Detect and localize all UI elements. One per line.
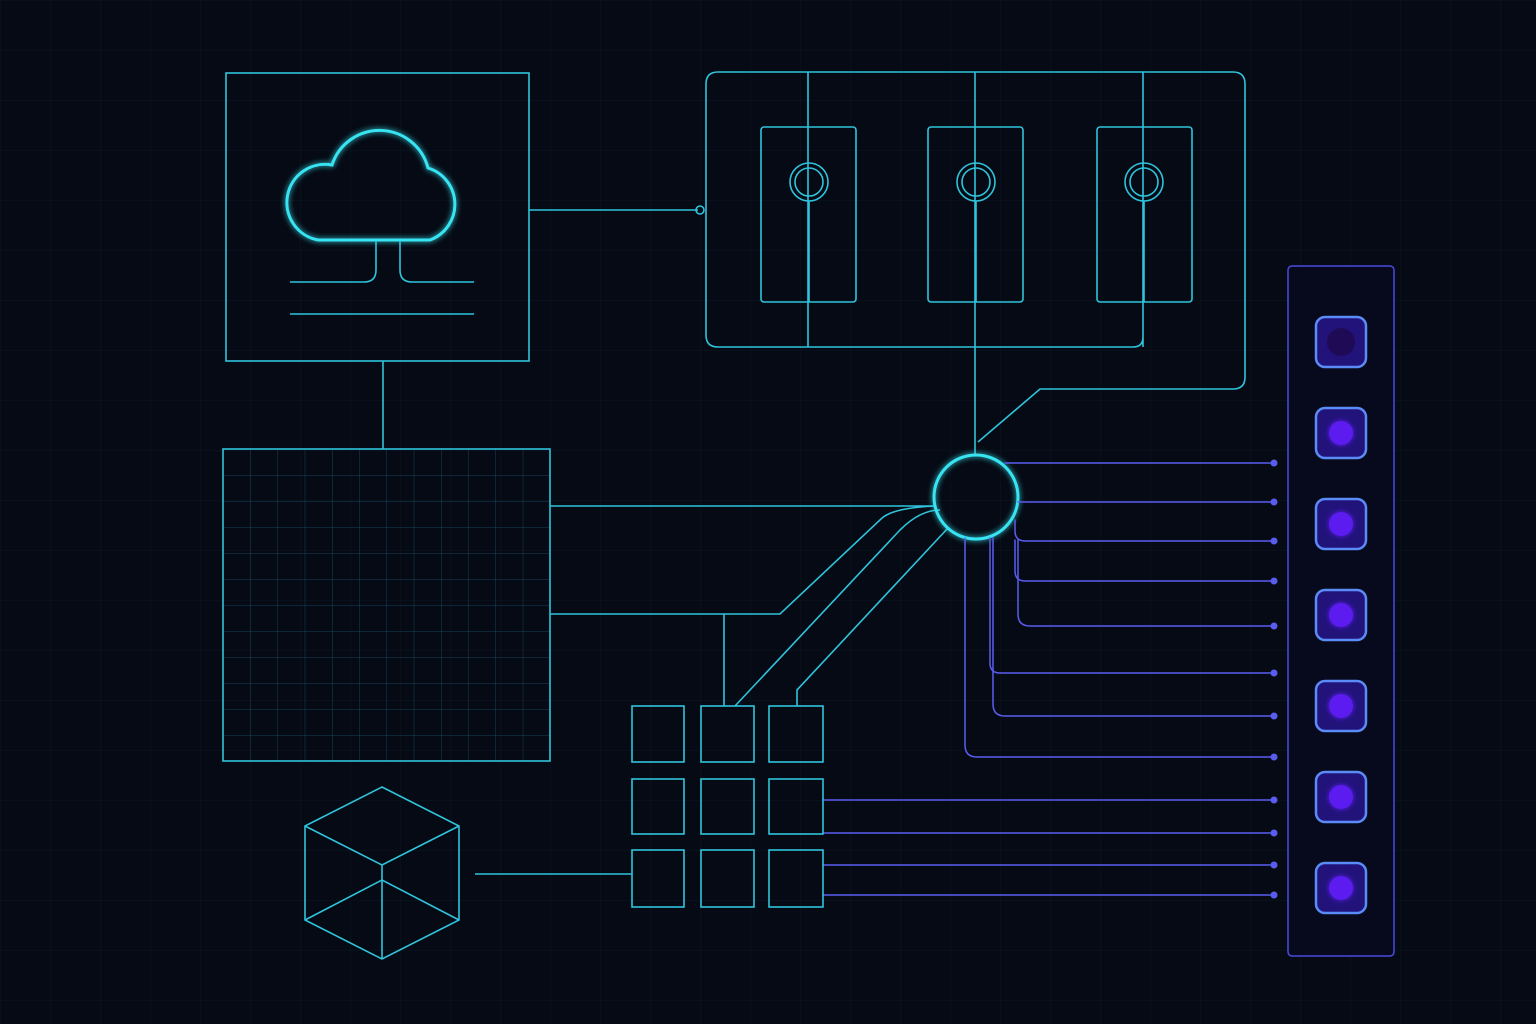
indicator-led-icon: [1314, 315, 1368, 369]
indicator-panel: [1287, 265, 1395, 957]
indicator-led-icon: [1314, 497, 1368, 551]
hub-node-icon: [932, 453, 1020, 541]
cube-icon: [304, 786, 460, 960]
server-icon: [1096, 126, 1193, 303]
indicator-led-icon: [1314, 406, 1368, 460]
connector-node: [695, 205, 705, 215]
server-icon: [927, 126, 1024, 303]
indicator-led-icon: [1314, 861, 1368, 915]
indicator-led-icon: [1314, 770, 1368, 824]
cloud-panel: [225, 72, 530, 362]
cloud-icon: [285, 128, 457, 242]
tile-grid: [631, 705, 824, 908]
server-rack: [705, 71, 1246, 455]
server-icon: [760, 126, 857, 303]
signal-lines: [822, 459, 1278, 899]
indicator-led-icon: [1314, 679, 1368, 733]
indicator-led-icon: [1314, 588, 1368, 642]
grid-panel-icon: [222, 448, 551, 762]
connector: [550, 505, 949, 707]
